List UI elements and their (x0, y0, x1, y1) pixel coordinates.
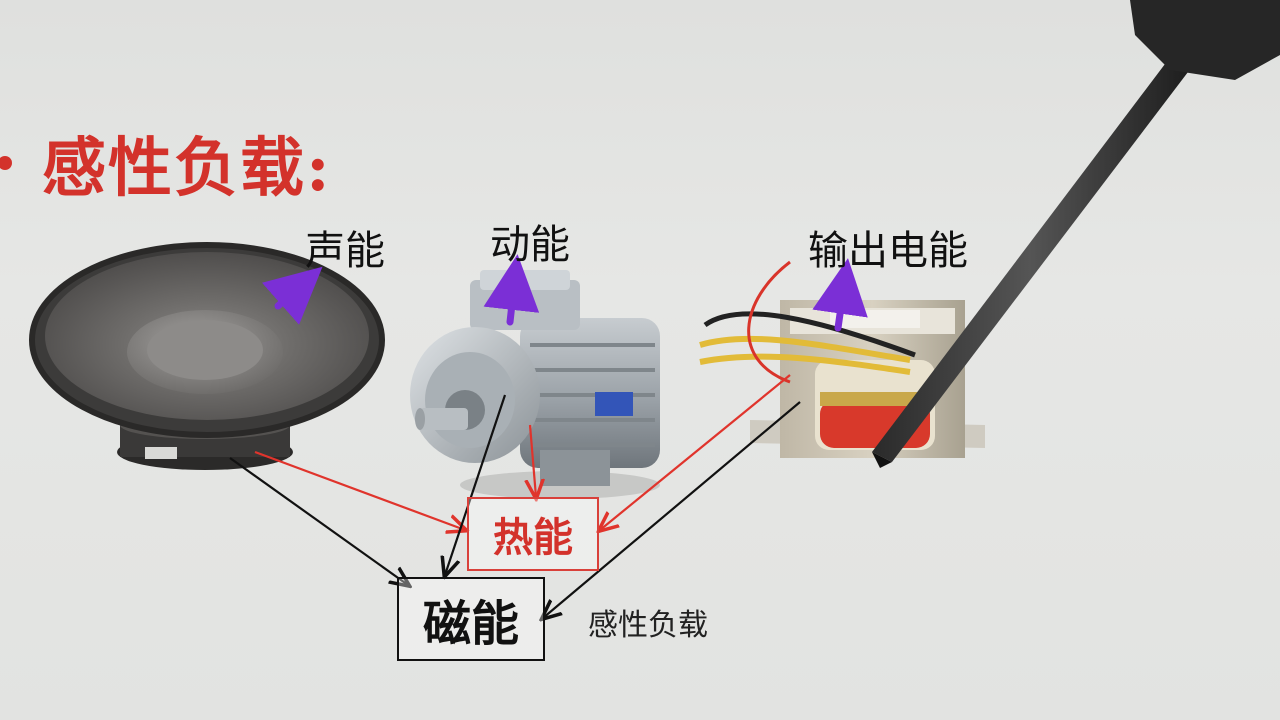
purple-arrows (261, 254, 868, 332)
label-inductive-load: 感性负载 (588, 608, 708, 643)
bullet-dot (0, 156, 12, 170)
magnetic-energy-box: 磁能 (397, 577, 545, 661)
slide-title-row: 感性负载: (0, 118, 332, 208)
stylus-pen (872, 0, 1280, 468)
label-sound-energy: 声能 (305, 228, 385, 274)
speaker-image (29, 242, 385, 470)
label-kinetic-energy: 动能 (490, 222, 570, 268)
black-arrows (229, 394, 801, 618)
slide-title: 感性负载: (42, 131, 332, 206)
motor-image (410, 270, 660, 499)
label-output-electric-energy: 输出电能 (808, 228, 968, 274)
red-arrows (254, 374, 791, 530)
heat-energy-box: 热能 (467, 497, 599, 571)
